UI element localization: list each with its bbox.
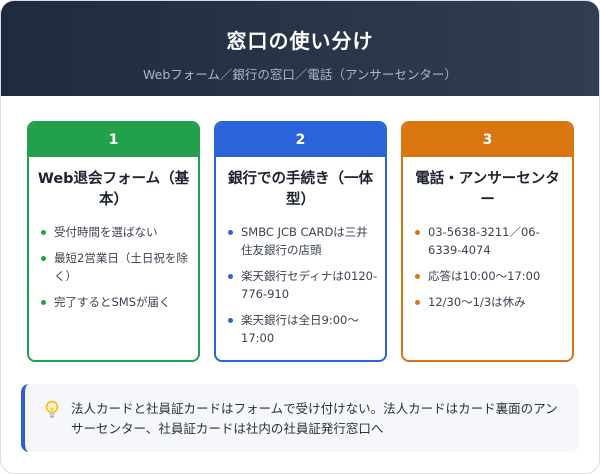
- list-item: 03-5638-3211／06-6339-4074: [415, 223, 566, 259]
- page-title: 窓口の使い分け: [226, 29, 374, 53]
- list-item: 楽天銀行は全日9:00〜17:00: [228, 311, 379, 347]
- list-item-text: 応答は10:00〜17:00: [428, 269, 541, 283]
- bullet-dot: [415, 274, 420, 279]
- card-number: 2: [216, 123, 385, 157]
- card-number: 1: [29, 123, 198, 157]
- note-text: 法人カードと社員証カードはフォームで受け付けない。法人カードはカード裏面のアンサ…: [71, 401, 558, 436]
- lightbulb-icon: [45, 400, 59, 418]
- bullet-dot: [228, 318, 233, 323]
- bullet-dot: [228, 230, 233, 235]
- list-item: 応答は10:00〜17:00: [415, 267, 566, 285]
- card-title: Web退会フォーム（基本）: [37, 171, 190, 208]
- list-item: 完了するとSMSが届く: [41, 293, 192, 311]
- card-list: 受付時間を選ばない 最短2営業日（土日祝を除く） 完了するとSMSが届く: [29, 223, 198, 311]
- list-item: 受付時間を選ばない: [41, 223, 192, 241]
- card-title: 電話・アンサーセンター: [415, 171, 560, 208]
- list-item-text: 受付時間を選ばない: [54, 225, 158, 239]
- list-item-text: 楽天銀行は全日9:00〜17:00: [241, 313, 359, 345]
- list-item-text: 楽天銀行セディナは0120-776-910: [241, 269, 378, 301]
- list-item-text: SMBC JCB CARDは三井住友銀行の店頭: [241, 225, 368, 257]
- list-item: 最短2営業日（土日祝を除く）: [41, 249, 192, 285]
- list-item-text: 完了するとSMSが届く: [54, 295, 171, 309]
- card-row: 1 Web退会フォーム（基本） 受付時間を選ばない 最短2営業日（土日祝を除く）…: [27, 121, 575, 365]
- card-list: SMBC JCB CARDは三井住友銀行の店頭 楽天銀行セディナは0120-77…: [216, 223, 385, 347]
- list-item-text: 最短2営業日（土日祝を除く）: [54, 251, 188, 283]
- list-item: SMBC JCB CARDは三井住友銀行の店頭: [228, 223, 379, 259]
- card-title: 銀行での手続き（一体型）: [228, 171, 373, 208]
- list-item: 楽天銀行セディナは0120-776-910: [228, 267, 379, 303]
- card-web-form: 1 Web退会フォーム（基本） 受付時間を選ばない 最短2営業日（土日祝を除く）…: [27, 121, 200, 362]
- list-item: 12/30〜1/3は休み: [415, 293, 566, 311]
- card-bank: 2 銀行での手続き（一体型） SMBC JCB CARDは三井住友銀行の店頭 楽…: [214, 121, 387, 362]
- card-number: 3: [403, 123, 572, 157]
- card-phone: 3 電話・アンサーセンター 03-5638-3211／06-6339-4074 …: [401, 121, 574, 362]
- bullet-dot: [415, 230, 420, 235]
- list-item-text: 12/30〜1/3は休み: [428, 295, 526, 309]
- bullet-dot: [41, 230, 46, 235]
- page-subtitle: Webフォーム／銀行の窓口／電話（アンサーセンター）: [143, 67, 457, 82]
- bullet-dot: [41, 300, 46, 305]
- bullet-dot: [228, 274, 233, 279]
- bullet-dot: [415, 300, 420, 305]
- header: 窓口の使い分け Webフォーム／銀行の窓口／電話（アンサーセンター）: [1, 1, 599, 96]
- list-item-text: 03-5638-3211／06-6339-4074: [428, 225, 540, 257]
- card-list: 03-5638-3211／06-6339-4074 応答は10:00〜17:00…: [403, 223, 572, 311]
- bullet-dot: [41, 256, 46, 261]
- note-box: 法人カードと社員証カードはフォームで受け付けない。法人カードはカード裏面のアンサ…: [21, 384, 579, 452]
